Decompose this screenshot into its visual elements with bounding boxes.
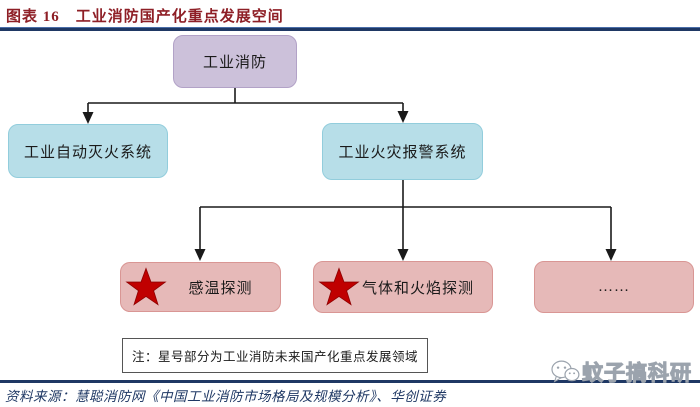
- wechat-icon: [551, 360, 580, 383]
- watermark-text: 蚊子搞科研: [582, 361, 692, 386]
- data-source: 资料来源：慧聪消防网《中国工业消防市场格局及规模分析》、华创证券: [5, 389, 447, 404]
- star-icon: [318, 267, 360, 306]
- node-label: 感温探测: [188, 280, 253, 297]
- node-label: 工业自动灭火系统: [23, 144, 152, 161]
- footnote-text: 注：星号部分为工业消防未来国产化重点发展领域: [131, 350, 418, 364]
- node-auto-extinguishing-system: 工业自动灭火系统: [8, 124, 168, 178]
- footnote-box: 注：星号部分为工业消防未来国产化重点发展领域: [122, 338, 428, 373]
- node-ellipsis-others: ……: [534, 261, 694, 313]
- node-heat-detection: 感温探测: [120, 262, 281, 312]
- node-gas-flame-detection: 气体和火焰探测: [313, 261, 493, 313]
- node-industrial-fire-protection: 工业消防: [173, 35, 297, 88]
- star-icon: [125, 267, 167, 306]
- node-label: 工业消防: [202, 55, 267, 71]
- node-label: 工业火灾报警系统: [338, 145, 467, 161]
- title-divider: [0, 27, 700, 31]
- node-label: ……: [598, 278, 630, 295]
- node-label: 气体和火焰探测: [362, 280, 475, 297]
- figure-title: 图表 16 工业消防国产化重点发展空间: [6, 9, 284, 25]
- watermark: 蚊子搞科研: [550, 357, 692, 387]
- footer-divider: [0, 380, 700, 383]
- node-fire-alarm-system: 工业火灾报警系统: [322, 123, 483, 180]
